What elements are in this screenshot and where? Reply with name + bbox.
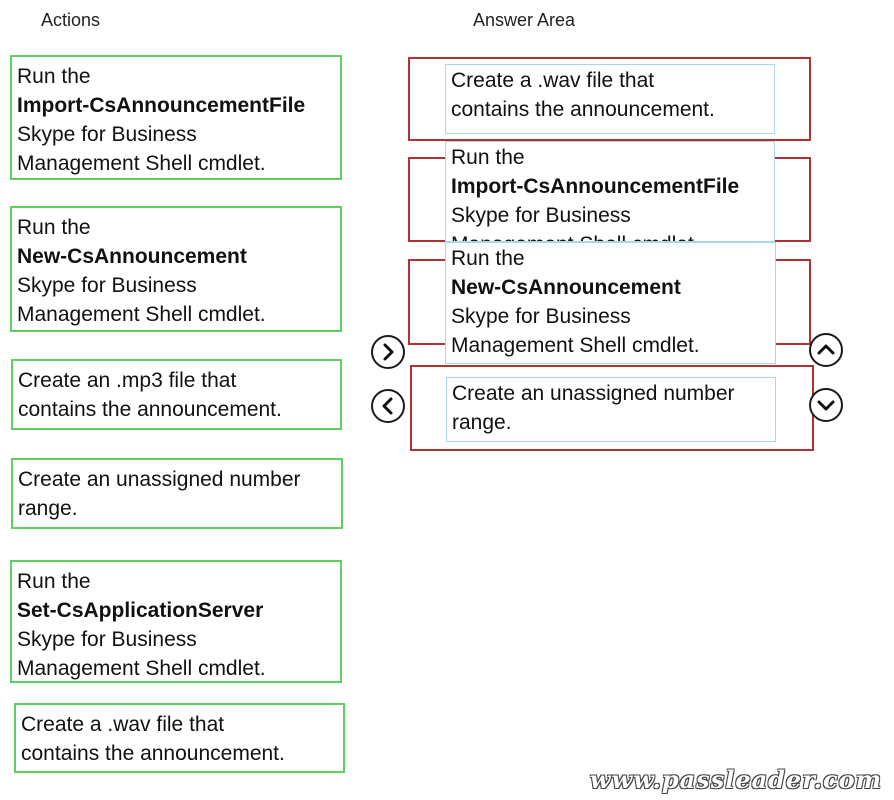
answer-item-unassigned-number-range[interactable]: Create an unassigned number range. <box>446 377 776 442</box>
action-item-cmdlet: New-CsAnnouncement <box>17 245 247 268</box>
answer-item-cmdlet: New-CsAnnouncement <box>451 276 681 299</box>
move-left-button[interactable] <box>371 389 405 423</box>
action-item-line: Run the <box>17 65 91 88</box>
move-up-button[interactable] <box>809 333 843 367</box>
action-item-line: Management Shell cmdlet. <box>17 152 266 175</box>
action-item-line: Run the <box>17 570 91 593</box>
watermark: www.passleader.com <box>589 765 882 794</box>
action-item-line: contains the announcement. <box>18 398 282 421</box>
action-item-line: Management Shell cmdlet. <box>17 657 266 680</box>
action-item-create-wav[interactable]: Create a .wav file that contains the ann… <box>14 703 345 773</box>
action-item-line: Run the <box>17 216 91 239</box>
chevron-down-icon <box>817 400 835 411</box>
action-item-cmdlet: Import-CsAnnouncementFile <box>17 94 306 117</box>
chevron-left-icon <box>382 397 393 415</box>
action-item-create-mp3[interactable]: Create an .mp3 file that contains the an… <box>11 359 342 430</box>
action-item-line: Skype for Business <box>17 628 197 651</box>
answer-item-line: Run the <box>451 247 525 270</box>
action-item-line: Management Shell cmdlet. <box>17 303 266 326</box>
action-item-line: range. <box>18 497 78 520</box>
action-item-line: contains the announcement. <box>21 742 285 765</box>
answer-item-cmdlet: Import-CsAnnouncementFile <box>451 175 740 198</box>
answer-item-create-wav[interactable]: Create a .wav file that contains the ann… <box>445 64 775 134</box>
answer-item-line: Create a .wav file that <box>451 69 655 92</box>
answer-item-line: Skype for Business <box>451 204 631 227</box>
answer-item-line: Run the <box>451 146 525 169</box>
answer-item-new-announcement[interactable]: Run the New-CsAnnouncement Skype for Bus… <box>445 242 776 364</box>
action-item-unassigned-number-range[interactable]: Create an unassigned number range. <box>11 458 343 529</box>
action-item-cmdlet: Set-CsApplicationServer <box>17 599 264 622</box>
action-item-line: Create an .mp3 file that <box>18 369 237 392</box>
answer-item-line: Skype for Business <box>451 305 631 328</box>
answer-item-line: Create an unassigned number <box>452 382 735 405</box>
chevron-right-icon <box>383 343 394 361</box>
move-down-button[interactable] <box>809 388 843 422</box>
answer-item-line: contains the announcement. <box>451 98 715 121</box>
action-item-line: Skype for Business <box>17 274 197 297</box>
action-item-line: Skype for Business <box>17 123 197 146</box>
action-item-line: Create a .wav file that <box>21 713 225 736</box>
move-right-button[interactable] <box>371 335 405 369</box>
action-item-line: Create an unassigned number <box>18 468 301 491</box>
answer-item-line: range. <box>452 411 512 434</box>
action-item-import-announcement-file[interactable]: Run the Import-CsAnnouncementFile Skype … <box>10 55 342 180</box>
answer-area-header: Answer Area <box>473 10 576 30</box>
chevron-up-icon <box>817 344 835 355</box>
answer-item-import-announcement-file[interactable]: Run the Import-CsAnnouncementFile Skype … <box>445 141 775 242</box>
actions-header: Actions <box>41 10 101 30</box>
action-item-new-announcement[interactable]: Run the New-CsAnnouncement Skype for Bus… <box>10 206 342 332</box>
answer-item-line: Management Shell cmdlet. <box>451 334 700 357</box>
action-item-set-application-server[interactable]: Run the Set-CsApplicationServer Skype fo… <box>10 560 342 683</box>
answer-item-line: Management Shell cmdlet. <box>451 230 770 241</box>
